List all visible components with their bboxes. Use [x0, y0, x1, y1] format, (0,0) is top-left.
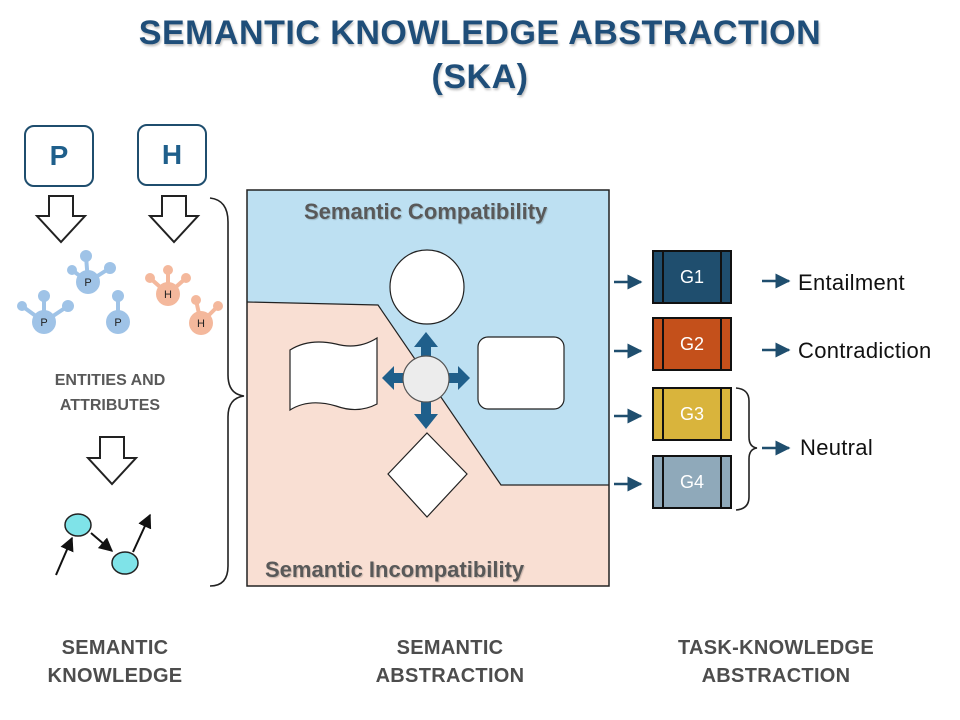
- diagram-title-line2: (SKA): [431, 58, 529, 96]
- semantic-compatibility-label: Semantic Compatibility: [304, 199, 548, 224]
- caption-mid-line1: SEMANTIC: [396, 637, 504, 659]
- document-scroll-shape: [289, 336, 378, 412]
- hypothesis-node-label: H: [164, 289, 172, 301]
- premise-node-label: P: [84, 277, 91, 289]
- premise-node-label: P: [114, 317, 121, 329]
- caption-right-line2: ABSTRACTION: [701, 665, 851, 687]
- result-output-arrows: [762, 273, 791, 456]
- neutral-label: Neutral: [800, 435, 874, 460]
- group-box-g4-label: G4: [679, 471, 704, 492]
- group-input-arrows: [614, 274, 643, 492]
- rounded-rectangle-shape: [477, 336, 565, 410]
- premise-entity-molecule-3: P: [106, 290, 130, 334]
- semantic-abstraction-caption: SEMANTIC ABSTRACTION: [350, 634, 550, 690]
- right-curly-brace: [735, 387, 758, 511]
- entities-label-line2: ATTRIBUTES: [59, 397, 161, 414]
- hypothesis-node-label: H: [197, 318, 205, 330]
- group-box-g2-label: G2: [679, 333, 704, 354]
- contradiction-label: Contradiction: [798, 338, 932, 363]
- down-arrow-icon-p: [34, 195, 88, 244]
- compatibility-circle-shape: [389, 249, 465, 325]
- caption-right-line1: TASK-KNOWLEDGE: [677, 637, 875, 659]
- hypothesis-entity-molecule-2: H: [189, 295, 223, 335]
- group-box-g1: G1: [652, 250, 732, 304]
- left-curly-brace: [209, 197, 245, 587]
- semantic-incompatibility-label: Semantic Incompatibility: [265, 557, 525, 582]
- down-arrow-icon-h: [147, 195, 201, 244]
- entities-label-line1: ENTITIES AND: [54, 372, 166, 389]
- group-box-g3: G3: [652, 387, 732, 441]
- caption-left-line2: KNOWLEDGE: [47, 665, 183, 687]
- entailment-label: Entailment: [798, 270, 905, 295]
- premise-box: P: [24, 125, 94, 187]
- group-box-g1-label: G1: [679, 266, 704, 287]
- knowledge-graph-icon: [55, 513, 152, 576]
- hypothesis-box: H: [137, 124, 207, 186]
- semantic-knowledge-caption: SEMANTIC KNOWLEDGE: [15, 634, 215, 690]
- caption-left-line1: SEMANTIC: [61, 637, 169, 659]
- diagram-title-line1: SEMANTIC KNOWLEDGE ABSTRACTION: [138, 14, 822, 52]
- group-box-g3-label: G3: [679, 403, 704, 424]
- group-box-g4: G4: [652, 455, 732, 509]
- central-hub-with-arrows: [382, 332, 470, 429]
- group-box-g2: G2: [652, 317, 732, 371]
- premise-node-label: P: [40, 317, 47, 329]
- entities-attributes-label: ENTITIES AND ATTRIBUTES: [20, 368, 200, 418]
- hypothesis-entity-molecule-1: H: [145, 265, 191, 306]
- premise-entity-molecule-2: P: [17, 290, 74, 334]
- diamond-shape: [387, 432, 468, 518]
- task-knowledge-abstraction-caption: TASK-KNOWLEDGE ABSTRACTION: [646, 634, 906, 690]
- premise-entity-molecule-1: P: [67, 250, 116, 294]
- down-arrow-icon-graph: [85, 436, 139, 486]
- caption-mid-line2: ABSTRACTION: [375, 665, 525, 687]
